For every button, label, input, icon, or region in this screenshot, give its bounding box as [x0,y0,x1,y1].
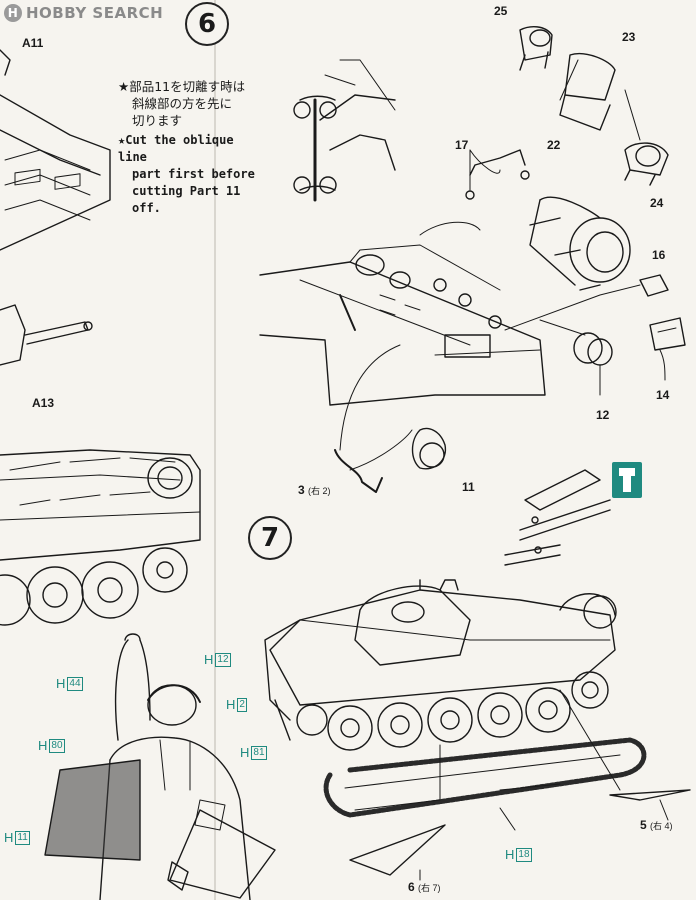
part-label-6-sub: (右 7) [418,883,441,893]
clamp-parts-drawing [519,26,669,186]
part-label-h44: H 44 [56,676,83,691]
glue-icon-shape [619,468,635,492]
note-en-line-1: ★Cut the oblique line [118,133,234,164]
part-label-11: 11 [462,480,475,494]
part-label-h18-prefix: H [505,847,515,862]
part-label-h11-prefix: H [4,830,14,845]
glue-icon [612,462,642,498]
part-label-h81-prefix: H [240,745,250,760]
cutting-illustration [293,59,396,202]
note-en-line-2: part first before [132,167,255,181]
part-label-22: 22 [547,138,561,152]
part-label-3: 3 (右 2) [298,483,331,497]
part-label-h12-prefix: H [204,652,214,667]
leader-lines [469,149,666,396]
hull-deck-drawing [0,49,111,251]
part-label-25: 25 [494,4,508,18]
part-label-h80-prefix: H [38,738,48,753]
boxes-drawing [639,274,686,351]
part-label-h12: H 12 [204,652,231,667]
part-label-3-sub: (右 2) [308,486,331,496]
part-label-a11: A11 [22,36,44,50]
step-7-number: 7 [248,516,292,560]
note-jp-line-2: 斜線部の方を先に [132,96,233,111]
part-label-h81: H 81 [240,745,267,760]
turret-drawing [0,304,93,366]
part-label-h18: H 18 [505,847,532,862]
part12-drawing [539,319,613,366]
track-drawing [323,689,647,818]
part-label-24: 24 [650,196,664,210]
part-label-16: 16 [652,248,666,262]
part-label-23: 23 [622,30,636,44]
part-label-h44-num: 44 [67,676,83,691]
hatch-plates-drawing [44,759,276,899]
part-label-a13: A13 [32,396,55,410]
watermark-text: HOBBY SEARCH [26,4,164,22]
cutting-note: ★部品11を切離す時は 斜線部の方を先に 切ります ★Cut the obliq… [118,78,263,217]
part-label-h18-num: 18 [516,847,532,862]
note-jp-line-3: 切ります [132,113,183,128]
note-jp-line-1: ★部品11を切離す時は [118,79,246,94]
part-label-h11-num: 11 [15,830,30,845]
exhaust-drawing [419,149,631,291]
leader-lines-7 [419,799,669,881]
step-6-number: 6 [185,2,229,46]
part-label-h2-prefix: H [226,697,236,712]
part-label-5: 5 (右 4) [640,818,673,832]
part-label-h44-prefix: H [56,676,66,691]
part-label-5-num: 5 [640,818,647,832]
watermark: H HOBBY SEARCH [4,4,163,22]
lower-hull-drawing [0,449,201,626]
part-label-h81-num: 81 [251,745,267,760]
part-label-12: 12 [596,408,610,422]
part-label-6: 6 (右 7) [408,880,441,894]
part-label-h11: H 11 [4,830,30,845]
part-label-3-num: 3 [298,483,305,497]
watermark-logo-icon: H [4,4,22,22]
sprue-detail-drawing [504,469,611,566]
part-label-14: 14 [656,388,670,402]
part-label-6-num: 6 [408,880,415,894]
track-guide-drawing [349,789,691,876]
part-label-h80-num: 80 [49,738,65,753]
part-label-h2-num: 2 [237,697,247,712]
part-label-h2: H 2 [226,697,247,712]
page-fold [214,0,216,900]
part-label-h12-num: 12 [215,652,231,667]
tank-hull-drawing [264,579,617,751]
hoses-drawing [334,344,447,493]
part-label-h80: H 80 [38,738,65,753]
part-label-5-sub: (右 4) [650,821,673,831]
note-en-line-3: cutting Part 11 off. [132,184,241,215]
rear-hull-drawing [259,244,546,406]
part-label-17: 17 [455,138,469,152]
